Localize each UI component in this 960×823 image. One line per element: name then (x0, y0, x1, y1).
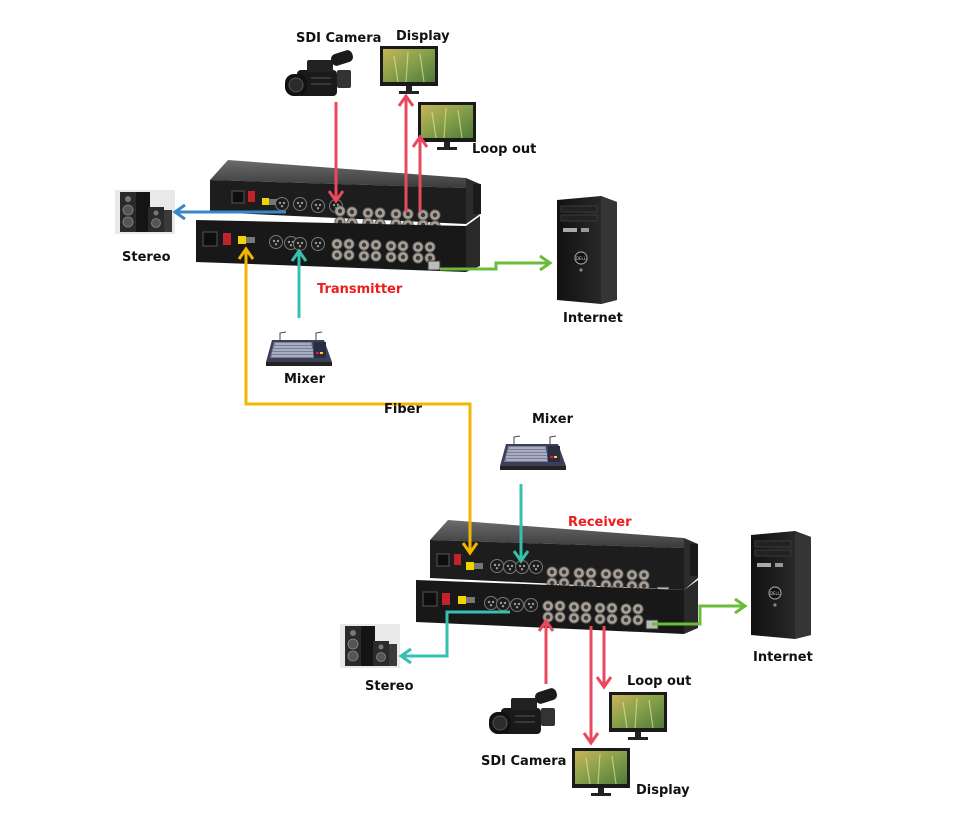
tx-ethernet-to-internet-arrow (440, 254, 553, 272)
tx-loop-out-monitor-icon (417, 101, 477, 151)
rx-mixer-icon (499, 435, 567, 471)
transmitter-unit (196, 160, 481, 272)
fiber-label: Fiber (384, 402, 422, 417)
tx-audio-to-stereo-arrow (172, 203, 286, 221)
tx-display-icon (379, 45, 439, 95)
rx-sdi-camera-label: SDI Camera (481, 754, 567, 769)
rx-camera-to-receiver-arrow (537, 618, 555, 684)
tx-loop-out-label: Loop out (472, 142, 537, 157)
tx-stereo-label: Stereo (122, 250, 171, 265)
tx-internet-label: Internet (563, 311, 623, 326)
receiver-title: Receiver (568, 515, 632, 530)
rx-display-label: Display (636, 783, 690, 798)
rx-stereo-label: Stereo (365, 679, 414, 694)
fiber-link (237, 246, 479, 556)
tx-sdi-camera-icon (284, 48, 355, 97)
tx-mixer-icon (265, 331, 333, 367)
rx-loop-out-label: Loop out (627, 674, 692, 689)
tx-sdi-camera-label: SDI Camera (296, 31, 382, 46)
tx-transmitter-to-display-arrow (397, 93, 415, 212)
receiver-unit (416, 520, 698, 634)
tx-mixer-to-transmitter-arrow (290, 248, 308, 318)
rx-receiver-to-stereo-arrow (398, 610, 510, 665)
rx-mixer-to-receiver-arrow (512, 484, 530, 564)
rx-internet-pc-icon (750, 530, 812, 640)
tx-display-label: Display (396, 29, 450, 44)
tx-transmitter-to-loop-out-arrow (411, 134, 429, 212)
transmitter-rack-bottom (196, 216, 480, 272)
rx-receiver-to-display-arrow (582, 626, 600, 746)
tx-mixer-label: Mixer (284, 372, 326, 387)
rx-stereo-speakers-icon (339, 623, 401, 669)
rx-internet-label: Internet (753, 650, 813, 665)
tx-stereo-speakers-icon (114, 189, 176, 235)
rx-ethernet-to-internet-arrow (652, 597, 748, 626)
rx-display-icon (571, 747, 631, 797)
rx-mixer-label: Mixer (532, 412, 574, 427)
transmitter-title: Transmitter (317, 282, 403, 297)
tx-camera-to-transmitter-arrow (327, 102, 345, 204)
rx-receiver-to-loop-out-arrow (595, 626, 613, 690)
rx-sdi-camera-icon (488, 686, 559, 735)
rx-loop-out-monitor-icon (608, 691, 668, 741)
tx-internet-pc-icon (556, 195, 618, 305)
